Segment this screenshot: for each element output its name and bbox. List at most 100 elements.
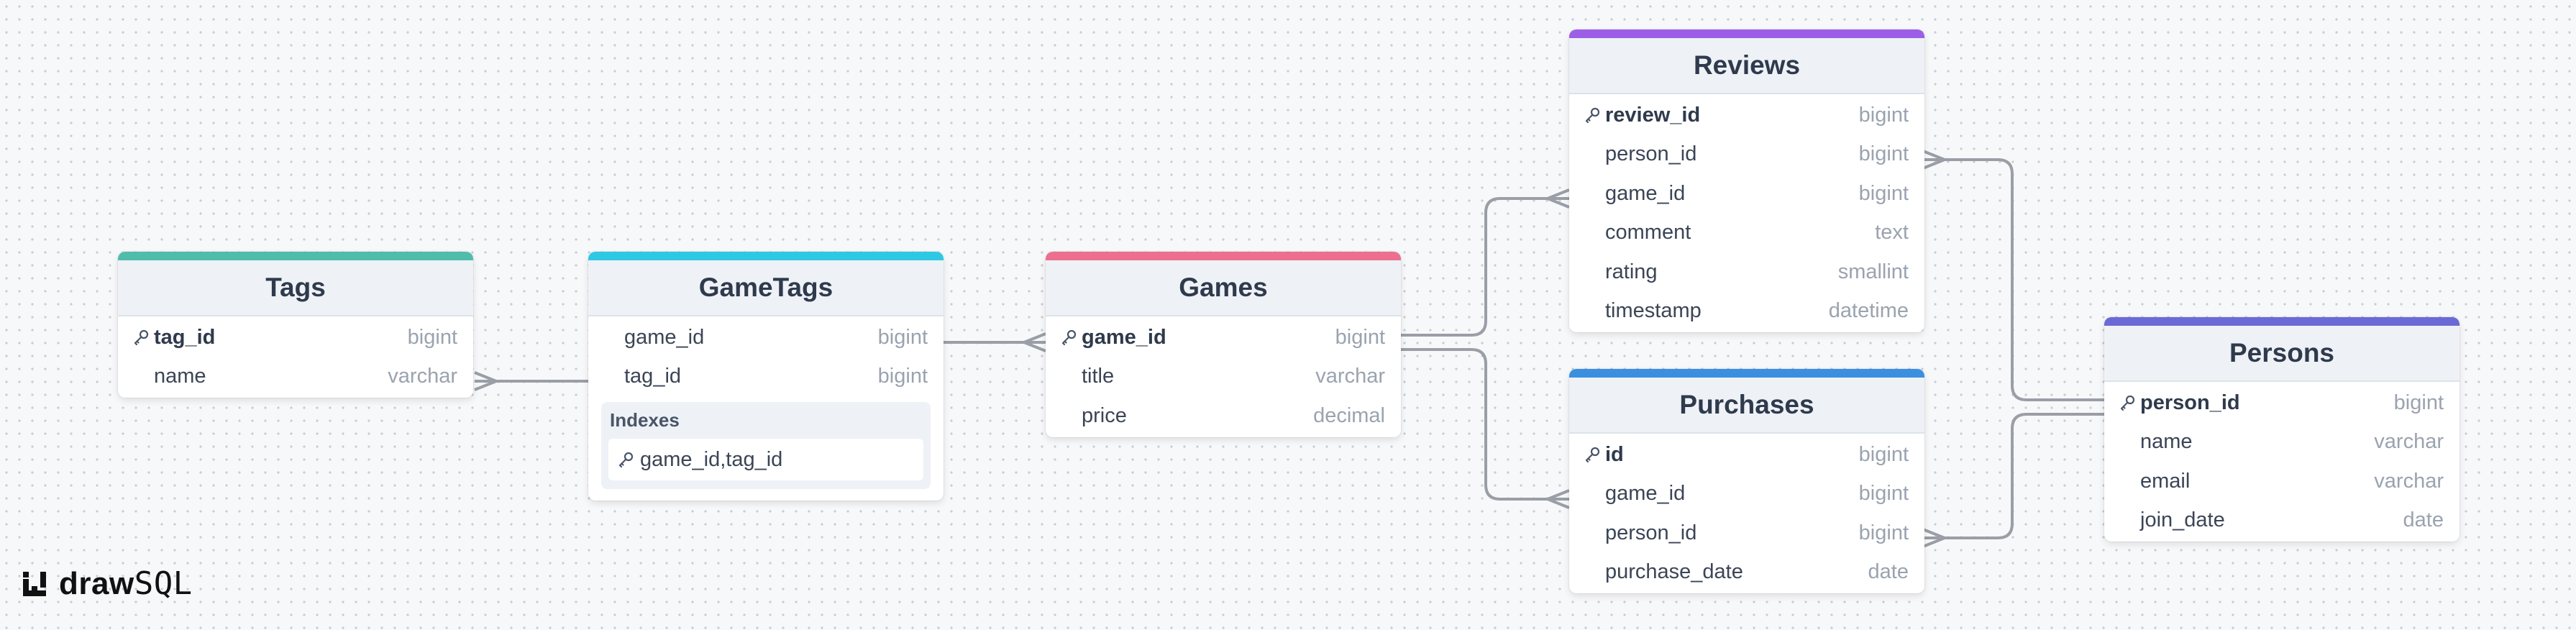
table-title[interactable]: GameTags (588, 260, 944, 316)
column-row-person-id[interactable]: person_id bigint (1569, 135, 1924, 175)
column-type: bigint (1858, 482, 1909, 506)
column-name: person_id (1605, 521, 1697, 544)
column-row-tag-id[interactable]: tag_id bigint (588, 357, 944, 397)
column-type: bigint (1858, 442, 1909, 466)
table-title[interactable]: Games (1046, 260, 1401, 316)
column-type: bigint (1858, 521, 1909, 544)
column-name: person_id (1605, 142, 1697, 166)
crowfoot-reviews-game (1547, 188, 1570, 209)
connector-games-reviews (1401, 197, 1569, 337)
column-row-review-id[interactable]: review_id bigint (1569, 96, 1924, 135)
crowfoot-games (1023, 332, 1046, 352)
column-row-email[interactable]: email varchar (2104, 462, 2459, 501)
column-row-person-id[interactable]: person_id bigint (1569, 513, 1924, 553)
column-name: tag_id (624, 365, 682, 388)
column-name: game_id (624, 325, 705, 349)
column-row-person-id[interactable]: person_id bigint (2104, 383, 2459, 423)
column-name: purchase_date (1605, 560, 1743, 584)
column-name: review_id (1605, 103, 1701, 127)
drawsql-logo[interactable]: drawSQL (22, 565, 193, 602)
column-name: name (2140, 430, 2193, 454)
column-type: bigint (1858, 181, 1909, 205)
column-type: date (1868, 560, 1909, 584)
column-type: bigint (2393, 391, 2444, 414)
key-icon (1584, 106, 1601, 124)
column-name: person_id (2140, 391, 2240, 414)
column-type: smallint (1837, 260, 1909, 283)
column-type: bigint (877, 365, 928, 388)
index-columns: game_id,tag_id (640, 447, 783, 471)
column-row-game-id[interactable]: game_id bigint (1569, 174, 1924, 214)
column-name: tag_id (154, 325, 216, 349)
column-name: join_date (2140, 508, 2225, 532)
crowfoot-purchases-game (1547, 489, 1570, 509)
table-persons[interactable]: Persons person_id bigint name varchar email v… (2104, 317, 2459, 542)
table-accent-bar (588, 252, 944, 260)
column-name: game_id (1605, 181, 1686, 205)
column-type: bigint (1858, 103, 1909, 127)
logo-mark-icon (23, 571, 46, 596)
key-icon (1584, 446, 1601, 463)
key-icon (617, 451, 634, 468)
column-type: decimal (1313, 403, 1385, 427)
column-name: game_id (1082, 325, 1166, 349)
logo-text: drawSQL (59, 565, 193, 602)
column-name: timestamp (1605, 299, 1702, 323)
table-accent-bar (118, 252, 473, 260)
indexes-title: Indexes (610, 409, 680, 431)
column-row-game-id[interactable]: game_id bigint (1569, 475, 1924, 514)
column-row-timestamp[interactable]: timestamp datetime (1569, 292, 1924, 332)
table-title[interactable]: Purchases (1569, 378, 1924, 434)
table-title[interactable]: Persons (2104, 326, 2459, 382)
column-name: game_id (1605, 482, 1686, 506)
key-icon (132, 329, 150, 346)
column-type: bigint (1335, 325, 1385, 349)
column-type: bigint (1858, 142, 1909, 166)
column-row-game-id[interactable]: game_id bigint (1046, 318, 1401, 357)
column-type: varchar (388, 365, 457, 388)
table-accent-bar (1569, 29, 1924, 38)
column-row-game-id[interactable]: game_id bigint (588, 318, 944, 357)
column-type: varchar (2374, 430, 2444, 454)
column-row-purchase-date[interactable]: purchase_date date (1569, 553, 1924, 593)
logo-text-draw: draw (59, 566, 134, 601)
table-title[interactable]: Tags (118, 260, 473, 316)
column-name: email (2140, 469, 2191, 493)
column-type: varchar (1315, 365, 1385, 388)
key-icon (2119, 394, 2136, 411)
crowfoot-purchases-person (1922, 528, 1945, 548)
key-icon (1060, 329, 1077, 346)
table-accent-bar (1569, 369, 1924, 378)
connector-games-purchases (1401, 348, 1569, 501)
column-row-name[interactable]: name varchar (2104, 423, 2459, 462)
column-type: bigint (877, 325, 928, 349)
column-list: person_id bigint name varchar email varchar jo… (2104, 382, 2459, 542)
column-type: datetime (1828, 299, 1909, 323)
connector-persons-reviews (1923, 158, 2104, 401)
table-title[interactable]: Reviews (1569, 38, 1924, 94)
column-type: varchar (2374, 469, 2444, 493)
table-accent-bar (1046, 252, 1401, 260)
logo-text-sql: SQL (134, 565, 193, 602)
indexes-section: Indexes game_id,tag_id (601, 402, 931, 489)
index-item[interactable]: game_id,tag_id (608, 439, 923, 480)
column-type: text (1875, 221, 1909, 245)
